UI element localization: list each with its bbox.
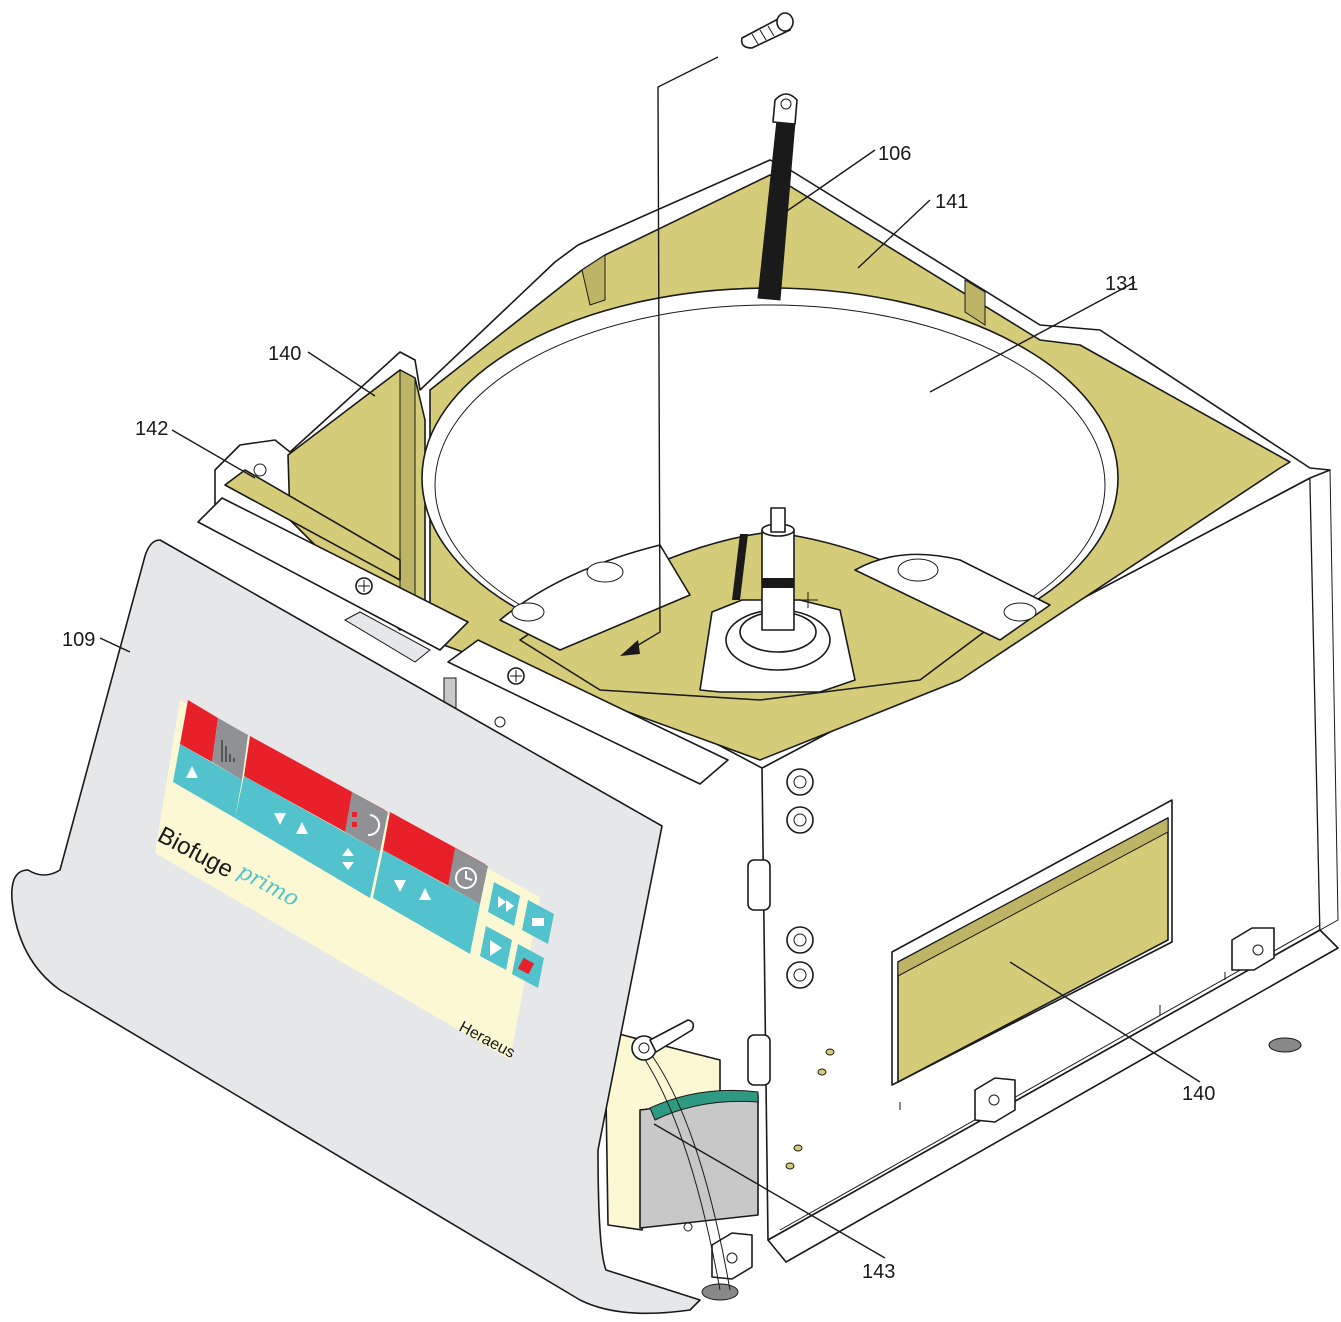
speed-key-strip[interactable] bbox=[235, 776, 380, 898]
callout-141: 141 bbox=[935, 191, 968, 213]
speed-icon-box bbox=[345, 792, 388, 852]
clock-icon bbox=[455, 867, 477, 889]
housing-feet bbox=[701, 927, 1302, 1301]
speed-updown-arrow-icon[interactable] bbox=[342, 848, 354, 856]
callout-131: 131 bbox=[1105, 273, 1138, 295]
callout-109: 109 bbox=[62, 629, 95, 651]
screw bbox=[740, 12, 794, 49]
motor-spindle bbox=[699, 507, 856, 693]
insulation-side-panel bbox=[891, 799, 1173, 1086]
time-down-arrow-icon[interactable] bbox=[394, 880, 406, 892]
speed-down-arrow-icon[interactable] bbox=[274, 813, 286, 825]
rotor-up-arrow-icon[interactable] bbox=[186, 766, 198, 778]
cable-rod bbox=[757, 93, 798, 301]
stop-square-icon bbox=[517, 957, 535, 975]
rotor-chamber bbox=[421, 287, 1119, 701]
time-key-strip[interactable] bbox=[373, 850, 480, 954]
callout-142: 142 bbox=[135, 418, 168, 440]
speed-up-arrow-icon[interactable] bbox=[296, 822, 308, 834]
fast-forward-button[interactable] bbox=[488, 882, 520, 926]
callout-143: 143 bbox=[862, 1261, 895, 1283]
leader-lines bbox=[99, 149, 1201, 1259]
assembly-arrow bbox=[620, 56, 719, 656]
callout-140-side: 140 bbox=[1182, 1083, 1215, 1105]
lid-hinge bbox=[197, 463, 729, 785]
callout-labels: 106 141 131 140 142 109 140 143 bbox=[62, 143, 1215, 1283]
motor-bay bbox=[604, 1019, 759, 1291]
rotor-icon-box bbox=[212, 718, 248, 780]
rotor-key-strip[interactable] bbox=[173, 744, 242, 818]
control-panel: Biofuge primo Heraeus bbox=[11, 539, 701, 1315]
time-up-arrow-icon[interactable] bbox=[419, 888, 431, 900]
callout-106: 106 bbox=[878, 143, 911, 165]
wall-fasteners bbox=[747, 768, 835, 1170]
callout-140-top: 140 bbox=[268, 343, 301, 365]
time-icon-box bbox=[448, 848, 488, 904]
display-rotor bbox=[180, 700, 218, 762]
